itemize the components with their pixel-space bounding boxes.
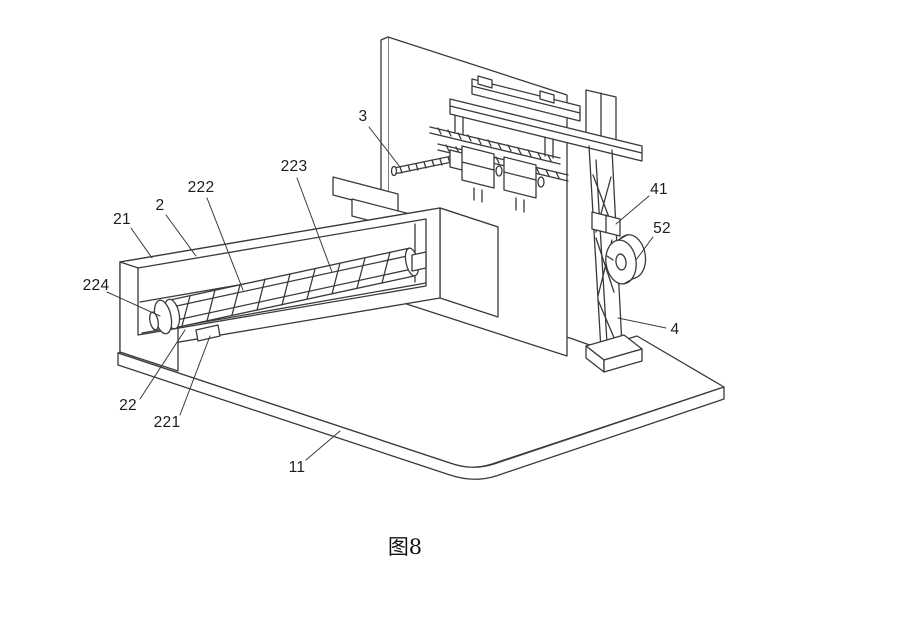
clamp-blocks [461, 145, 545, 213]
ref-label-3: 3 [358, 108, 368, 125]
column-foot [585, 334, 643, 373]
ref-label-4: 4 [670, 321, 680, 338]
roller-blade-edges [171, 254, 413, 322]
column-slot [595, 159, 608, 344]
leader-21 [130, 227, 153, 259]
belt-wheel [605, 234, 647, 285]
leader-41 [615, 195, 650, 225]
leader-221 [179, 335, 211, 416]
leader-11 [305, 430, 341, 461]
hanger-plates [454, 114, 554, 159]
wheel-axle [606, 255, 614, 261]
ref-label-221: 221 [153, 414, 181, 431]
leader-3 [368, 126, 401, 168]
roller-helix-hatching [181, 251, 391, 327]
roller-housing [119, 207, 499, 372]
figure-caption: 图8 [387, 535, 423, 559]
clamp-pins [473, 187, 525, 213]
leader-2 [165, 214, 197, 257]
column-cross-braces [592, 174, 616, 341]
leader-4 [617, 317, 667, 329]
leader-lines [106, 126, 667, 461]
top-clamp-assembly [390, 75, 643, 213]
slide-block [195, 324, 221, 342]
roller [149, 247, 427, 335]
ref-label-11: 11 [288, 459, 306, 476]
ref-label-223: 223 [280, 158, 308, 175]
support-column [585, 145, 647, 373]
ref-label-222: 222 [187, 179, 215, 196]
ref-label-52: 52 [653, 220, 671, 237]
leader-224 [106, 291, 161, 317]
roller-right-shaft [411, 251, 427, 272]
rail-clip-right [539, 90, 555, 104]
housing-right-end [439, 207, 499, 318]
ref-label-2: 2 [155, 197, 165, 214]
leader-222 [206, 197, 244, 291]
leader-22 [139, 329, 186, 400]
base-front-skirt [117, 352, 725, 480]
ref-label-22: 22 [119, 397, 137, 414]
ref-label-41: 41 [650, 181, 668, 198]
wheel-hub [615, 253, 627, 271]
leader-52 [635, 236, 654, 261]
ref-label-21: 21 [113, 211, 131, 228]
leader-223 [296, 177, 333, 273]
ref-label-224: 224 [82, 277, 110, 294]
rail-clip-left [477, 75, 493, 89]
